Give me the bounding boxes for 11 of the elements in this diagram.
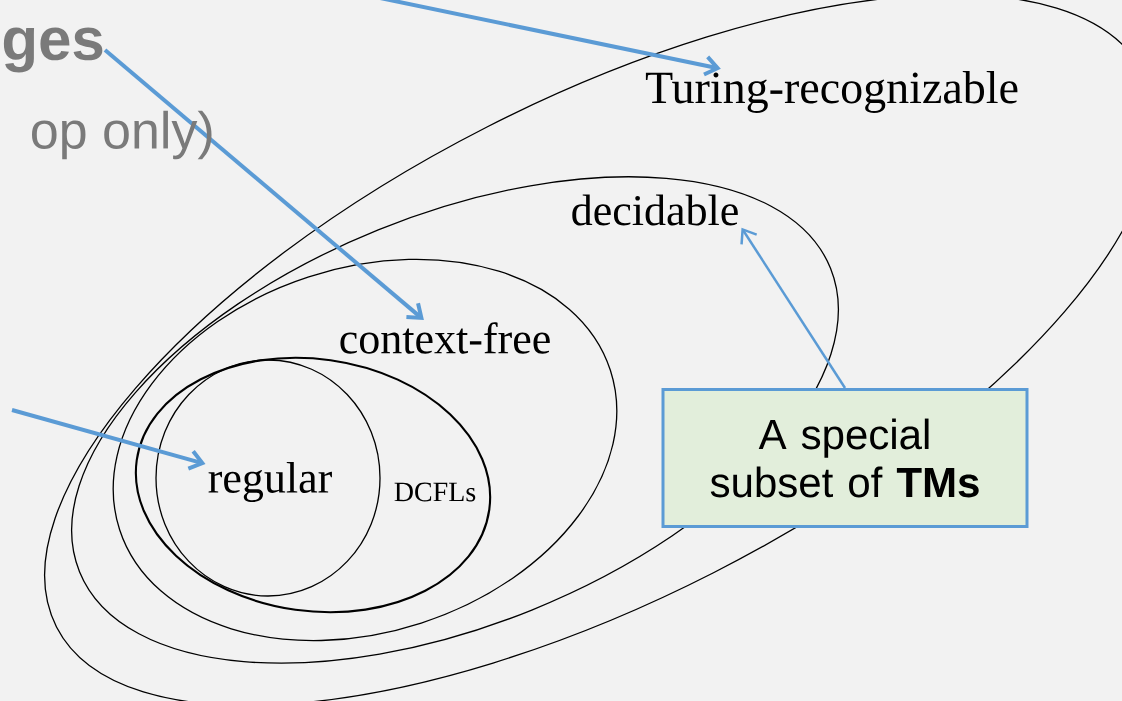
arrow [740,227,847,389]
arrow [11,408,206,471]
set-label: regular [208,462,332,502]
set-label: DCFLs [394,482,476,502]
set-label: decidable [572,194,738,226]
arrow [103,48,424,321]
heading-text: ges [3,27,103,73]
set-label: context-free [340,322,550,354]
subheading-text: op only) [32,110,212,160]
arrow [379,0,721,77]
set-label: Turing-recognizable [645,71,1018,113]
